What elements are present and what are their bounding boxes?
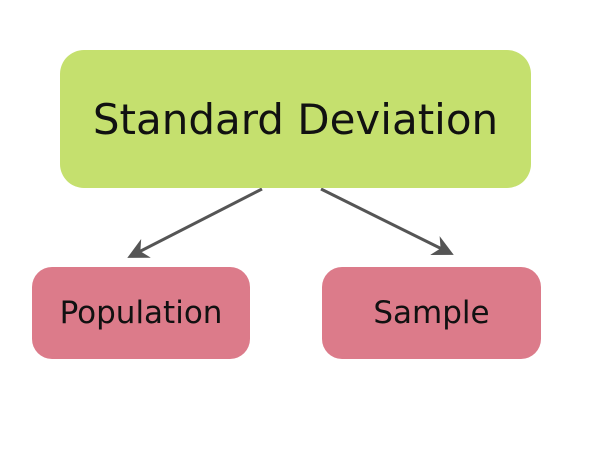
population-node: Population (32, 267, 250, 359)
standard-deviation-label: Standard Deviation (92, 94, 499, 144)
sample-label: Sample (373, 295, 490, 331)
standard-deviation-node: Standard Deviation (60, 50, 531, 188)
population-label: Population (59, 295, 223, 331)
arrow-to-sample (320, 187, 454, 255)
arrow-to-population (127, 187, 263, 258)
sample-node: Sample (322, 267, 541, 359)
